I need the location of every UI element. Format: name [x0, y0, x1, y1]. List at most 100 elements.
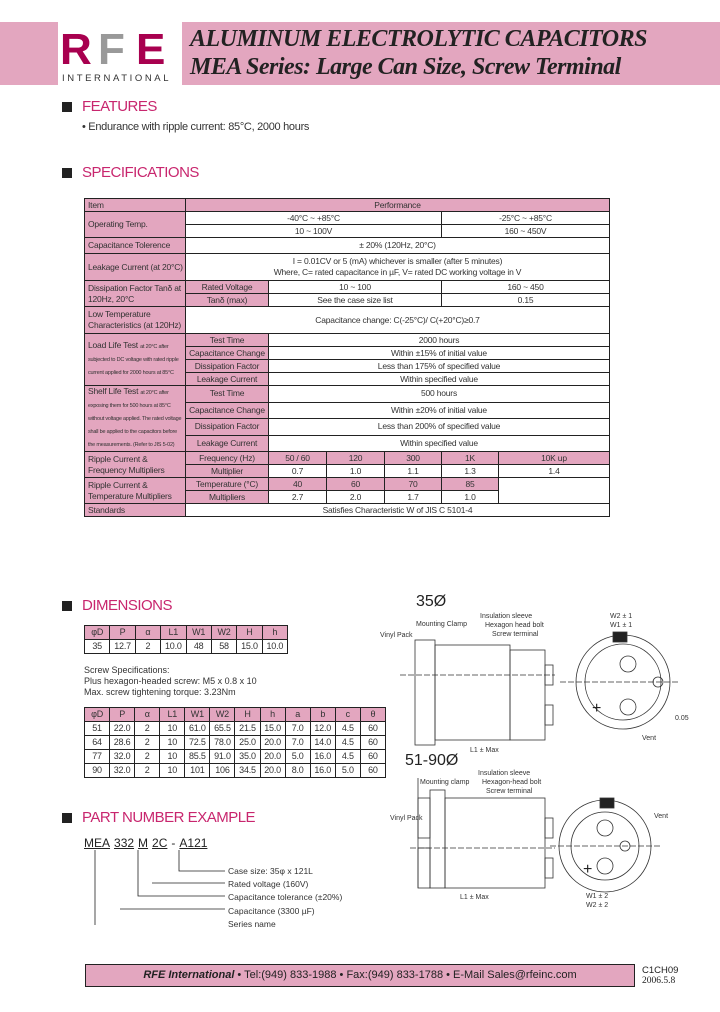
table-cell: h — [261, 625, 289, 640]
table-cell: c — [334, 707, 361, 722]
table-cell: 106 — [209, 763, 236, 778]
table-cell: W2 — [209, 707, 236, 722]
table-cell: W1 — [184, 707, 211, 722]
drawing-label: L1 ± Max — [470, 747, 499, 754]
table-row: Shelf Life Test at 20°C after exposing t… — [84, 385, 610, 452]
drawing-label: Insulation sleeve — [480, 613, 532, 620]
table-cell: b — [309, 707, 336, 722]
load-life-note: at 20°C after subjected to DC voltage wi… — [88, 344, 179, 376]
drawing-label: Vinyl Pack — [390, 815, 423, 822]
footer-company: RFE International — [143, 969, 235, 981]
table-row: Load Life Test at 20°C after subjected t… — [84, 333, 610, 386]
table-cell: 2 — [134, 749, 161, 764]
drawing-label: W2 ± 2 — [586, 902, 608, 909]
screw-spec-title: Screw Specifications: — [84, 665, 170, 675]
table-cell: L1 — [160, 625, 187, 640]
bullet-square-icon — [62, 601, 72, 611]
legend-rated-voltage: Rated voltage (160V) — [228, 879, 309, 890]
dimensions-heading: DIMENSIONS — [82, 597, 173, 614]
shelf-life-label: Shelf Life Test — [88, 386, 139, 396]
table-cell: α — [134, 707, 161, 722]
leakage-line1: I = 0.01CV or 5 (mA) whichever is smalle… — [292, 256, 503, 266]
can-body — [444, 797, 546, 889]
drawing-51-90-diagram: + Mounting clamp Insulation sleeve Hexag… — [390, 770, 668, 909]
table-cell: 16.0 — [309, 749, 336, 764]
drawing-label: Insulation sleeve — [478, 770, 530, 777]
pn-series: MEA — [84, 836, 111, 850]
table-cell: 10 — [159, 735, 186, 750]
pn-capacitance: 332 — [114, 836, 135, 850]
table-cell: 4.5 — [334, 735, 361, 750]
drawing-label: W1 ± 2 — [586, 893, 608, 900]
page-title: ALUMINUM ELECTROLYTIC CAPACITORS — [190, 26, 647, 52]
table-cell: 28.6 — [109, 735, 136, 750]
footer-contact-bar: RFE International • Tel:(949) 833-1988 •… — [85, 964, 635, 987]
drawing-label: Screw terminal — [486, 788, 533, 795]
table-row: Low Temperature Characteristics (at 120H… — [84, 306, 610, 334]
table-cell: 7.0 — [284, 735, 311, 750]
drawing-label: Mounting clamp — [420, 779, 470, 786]
table-row: Operating Temp.-40°C ~ +85°C-25°C ~ +85°… — [84, 211, 610, 238]
load-life-label: Load Life Test — [88, 340, 138, 350]
table-cell: 7.0 — [284, 721, 311, 736]
screw-spec-type: Plus hexagon-headed screw: M5 x 0.8 x 10 — [84, 676, 257, 686]
table-cell: H — [236, 625, 263, 640]
table-cell: a — [284, 707, 311, 722]
drawing-label: W2 ± 1 — [610, 613, 632, 620]
screw-specifications: Screw Specifications: Plus hexagon-heade… — [84, 665, 257, 698]
table-cell: 2 — [134, 721, 161, 736]
legend-tolerance: Capacitance tolerance (±20%) — [228, 892, 343, 903]
features-heading: FEATURES — [82, 98, 157, 115]
table-cell: 61.0 — [184, 721, 211, 736]
pn-dash: - — [171, 836, 176, 850]
drawing-label: Vinyl Pack — [380, 632, 413, 639]
pn-tolerance: M — [138, 836, 149, 850]
table-cell: 32.0 — [109, 763, 136, 778]
table-cell: 65.5 — [209, 721, 236, 736]
table-cell: 60 — [359, 763, 387, 778]
table-cell: L1 — [159, 707, 186, 722]
table-cell: 48 — [185, 639, 212, 654]
footer-contact: • Tel:(949) 833-1988 • Fax:(949) 833-178… — [234, 969, 577, 981]
drawing-51-90-title: 51-90Ø — [405, 752, 459, 769]
table-cell: 51 — [83, 721, 111, 736]
table-cell: 35.0 — [234, 749, 261, 764]
table-cell: 10 — [159, 763, 186, 778]
table-row: Leakage Current (at 20°C)I = 0.01CV or 5… — [84, 253, 610, 281]
table-cell: 90 — [83, 763, 111, 778]
drawing-label: Hexagon-head bolt — [482, 779, 541, 786]
drawing-label: W1 ± 1 — [610, 622, 632, 629]
doc-date: 2006.5.8 — [642, 976, 676, 986]
table-cell: 2 — [134, 639, 162, 654]
table-cell: 15.0 — [259, 721, 286, 736]
table-cell: 12.7 — [109, 639, 136, 654]
table-row: Ripple Current & Temperature Multipliers… — [84, 477, 610, 504]
legend-case-size: Case size: 35φ x 121L — [228, 866, 313, 876]
table-cell: 15.0 — [236, 639, 263, 654]
svg-text:+: + — [583, 861, 592, 878]
table-cell: 10.0 — [261, 639, 289, 654]
table-cell: 34.5 — [234, 763, 261, 778]
bullet-square-icon — [62, 168, 72, 178]
table-cell: 22.0 — [109, 721, 136, 736]
logo-subtext: INTERNATIONAL — [62, 73, 172, 84]
table-cell: 35 — [83, 639, 111, 654]
legend-series-name: Series name — [228, 918, 276, 929]
table-cell: 91.0 — [209, 749, 236, 764]
table-cell: W2 — [210, 625, 238, 640]
table-cell: P — [109, 625, 136, 640]
leakage-line2: Where, C= rated capacitance in µF, V= ra… — [273, 267, 522, 277]
table-cell: 12.0 — [309, 721, 336, 736]
table-cell: φD — [83, 707, 111, 722]
